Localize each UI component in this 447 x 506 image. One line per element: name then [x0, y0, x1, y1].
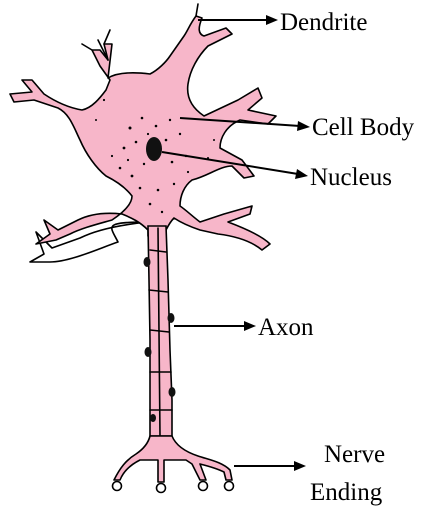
label-dendrite: Dendrite: [280, 9, 367, 36]
dendrite-top: [196, 4, 198, 16]
pointer-nerve-ending: [234, 461, 306, 471]
pointer-dendrite: [198, 15, 278, 25]
label-cell-body: Cell Body: [312, 114, 415, 141]
pointer-axon: [174, 321, 256, 331]
soma-fill: [10, 16, 276, 250]
label-nerve-ending-line1: Nerve: [324, 441, 385, 468]
nucleus: [146, 137, 162, 161]
label-nucleus: Nucleus: [310, 164, 392, 191]
nerve-ending-terminals: [113, 482, 234, 493]
nerve-ending-branches: [114, 436, 232, 482]
label-axon: Axon: [258, 314, 314, 341]
label-nerve-ending-line2: Ending: [310, 479, 383, 506]
